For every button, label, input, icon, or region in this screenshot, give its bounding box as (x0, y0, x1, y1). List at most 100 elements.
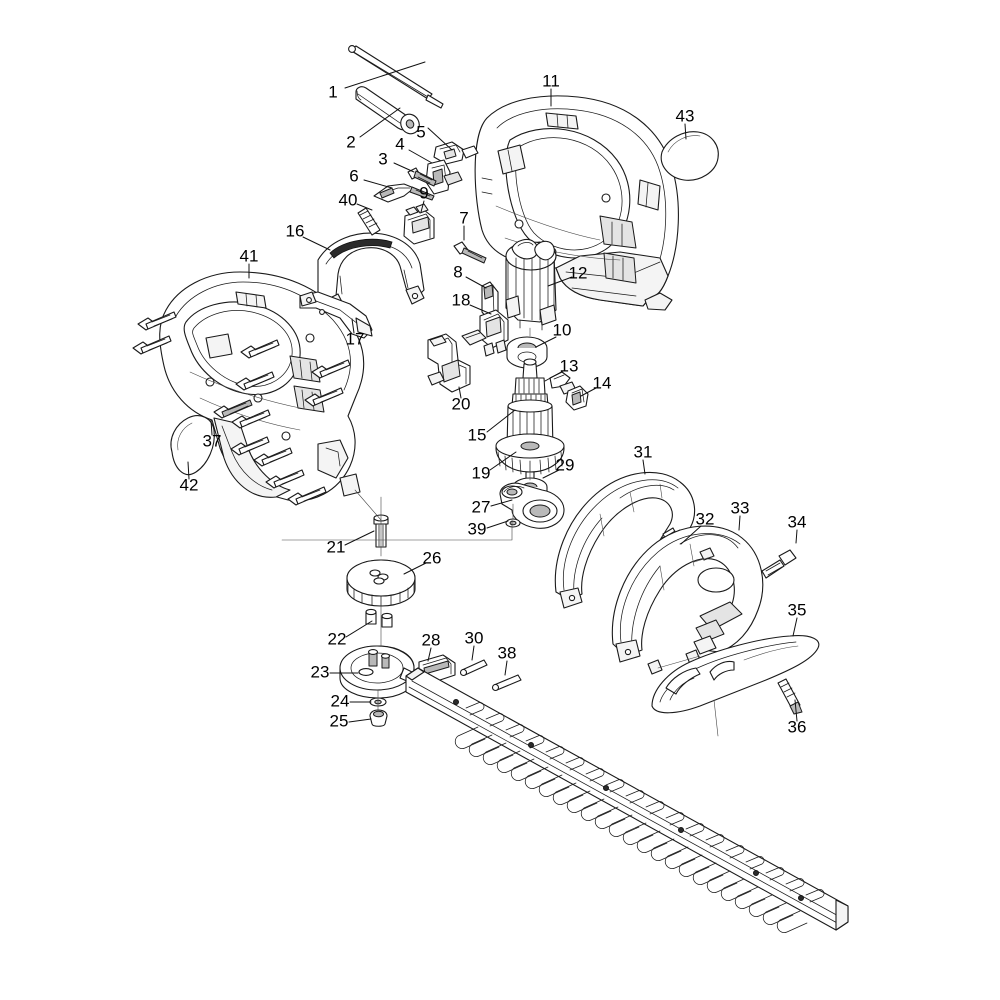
part-clip-14[interactable] (565, 385, 589, 411)
callout-leader-31 (642, 459, 646, 475)
part-crank-arm-27[interactable] (499, 482, 565, 529)
part-nameplate-42[interactable] (170, 415, 215, 476)
callout-layer: 1234567891011121314151617181920212223242… (180, 61, 807, 736)
part-bevel-gear-19[interactable] (495, 433, 565, 483)
part-bolt-34[interactable] (761, 549, 797, 579)
callout-label-6: 6 (349, 166, 358, 185)
callout-27[interactable]: 27 (472, 497, 513, 516)
callout-9[interactable]: 9 (419, 183, 429, 213)
callout-32[interactable]: 32 (680, 509, 715, 545)
callout-6[interactable]: 6 (349, 166, 393, 189)
callout-26[interactable]: 26 (403, 548, 441, 575)
callout-34[interactable]: 34 (788, 512, 807, 544)
part-housing-screw-set[interactable] (132, 311, 351, 506)
callout-10[interactable]: 10 (535, 320, 571, 348)
part-blade-shaft-rod[interactable] (348, 45, 444, 109)
callout-30[interactable]: 30 (465, 628, 484, 661)
callout-36[interactable]: 36 (788, 699, 807, 736)
callout-leader-10 (535, 336, 557, 348)
callout-leader-4 (408, 149, 433, 164)
callout-23[interactable]: 23 (311, 662, 359, 681)
part-switch-module-9[interactable] (403, 203, 435, 245)
callout-17[interactable]: 17 (346, 318, 365, 348)
callout-leader-13 (544, 370, 564, 382)
callout-19[interactable]: 19 (472, 451, 517, 482)
callout-25[interactable]: 25 (330, 711, 372, 730)
part-switch-carrier-20[interactable] (427, 329, 487, 393)
callout-1[interactable]: 1 (328, 61, 426, 101)
part-screw-37[interactable] (213, 399, 253, 419)
part-stator-field[interactable] (505, 239, 557, 331)
part-spring-40[interactable] (357, 207, 381, 236)
part-brush-holder-18[interactable] (479, 309, 509, 357)
callout-label-43: 43 (676, 106, 695, 125)
callout-label-29: 29 (556, 455, 575, 474)
callout-leader-35 (792, 617, 798, 637)
part-housing-left[interactable] (159, 271, 365, 502)
callout-15[interactable]: 15 (468, 409, 516, 444)
callout-28[interactable]: 28 (422, 630, 441, 662)
part-trigger-lever[interactable] (373, 183, 435, 203)
callout-20[interactable]: 20 (452, 386, 471, 413)
callout-leader-34 (795, 529, 798, 544)
part-bearing-10[interactable] (506, 336, 548, 369)
callout-label-19: 19 (472, 463, 491, 482)
callout-14[interactable]: 14 (580, 373, 611, 397)
callout-label-32: 32 (696, 509, 715, 528)
callout-41[interactable]: 41 (240, 246, 259, 279)
part-front-handle-33[interactable] (611, 525, 764, 675)
callout-7[interactable]: 7 (459, 208, 469, 241)
part-cutter-blade-assembly[interactable] (405, 667, 849, 933)
callout-leader-40 (356, 203, 373, 211)
callout-16[interactable]: 16 (286, 221, 331, 251)
callout-38[interactable]: 38 (498, 643, 517, 676)
callout-label-30: 30 (465, 628, 484, 647)
part-armature-rotor[interactable] (506, 358, 554, 449)
callout-leader-32 (680, 525, 702, 545)
part-nut-cap-25[interactable] (369, 709, 388, 727)
callout-33[interactable]: 33 (731, 498, 750, 531)
callout-leader-8 (465, 276, 487, 289)
callout-8[interactable]: 8 (453, 262, 487, 289)
part-switch-block[interactable] (433, 141, 479, 165)
part-bushing-22[interactable] (365, 608, 393, 628)
callout-4[interactable]: 4 (395, 134, 433, 164)
callout-35[interactable]: 35 (788, 600, 807, 637)
part-screw-36[interactable] (777, 678, 803, 715)
callout-leader-9 (420, 200, 425, 213)
callout-39[interactable]: 39 (468, 519, 509, 538)
part-crank-plate-23[interactable] (339, 645, 425, 699)
callout-22[interactable]: 22 (328, 620, 373, 648)
callout-18[interactable]: 18 (452, 290, 492, 315)
part-hand-guard-35[interactable] (651, 635, 820, 714)
part-washer-39[interactable] (505, 518, 521, 528)
callout-leader-25 (348, 718, 372, 723)
callout-label-7: 7 (459, 208, 468, 227)
callout-12[interactable]: 12 (547, 263, 587, 287)
part-pin-30[interactable] (459, 659, 488, 677)
callout-label-36: 36 (788, 717, 807, 736)
callout-3[interactable]: 3 (378, 149, 415, 173)
part-lever-latch[interactable] (425, 159, 463, 195)
callout-11[interactable]: 11 (542, 71, 560, 107)
callout-42[interactable]: 42 (180, 461, 199, 494)
callout-2[interactable]: 2 (346, 107, 401, 151)
part-grip-tube[interactable] (355, 86, 423, 137)
part-bracket-17[interactable] (299, 291, 373, 339)
part-nameplate-43[interactable] (660, 131, 719, 181)
callout-37[interactable]: 37 (203, 419, 222, 450)
callout-leader-1 (344, 61, 426, 89)
callout-5[interactable]: 5 (416, 122, 453, 151)
part-spur-gear-26[interactable] (346, 559, 416, 607)
part-pin-38[interactable] (491, 674, 522, 692)
callout-43[interactable]: 43 (676, 106, 695, 140)
callout-24[interactable]: 24 (331, 691, 372, 710)
callout-31[interactable]: 31 (634, 442, 653, 475)
callout-29[interactable]: 29 (542, 455, 575, 479)
callout-40[interactable]: 40 (339, 190, 373, 211)
callout-label-28: 28 (422, 630, 441, 649)
callout-13[interactable]: 13 (544, 356, 578, 382)
callout-label-11: 11 (542, 71, 560, 90)
part-pin-7[interactable] (453, 241, 487, 264)
callout-21[interactable]: 21 (327, 530, 375, 556)
